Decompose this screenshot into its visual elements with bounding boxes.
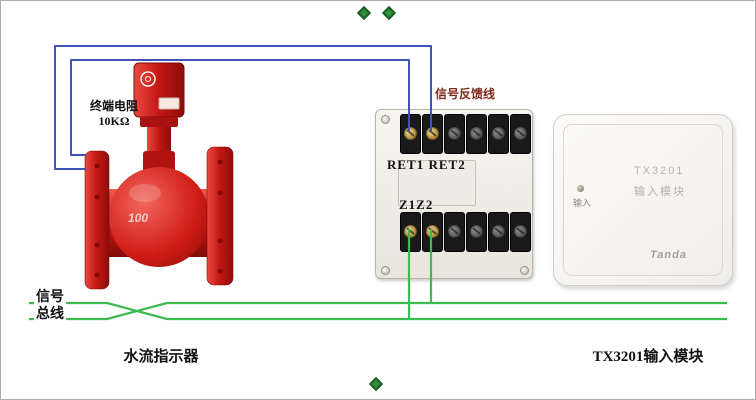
pipe-size-marking: 100 (128, 211, 148, 225)
terminal (510, 114, 531, 154)
flow-indicator-caption: 水流指示器 (123, 349, 199, 365)
input-module-caption: TX3201输入模块 (592, 349, 704, 365)
ret-terminals-label: RET1 RET2 (387, 157, 466, 172)
terminal (510, 212, 531, 252)
terminal (444, 212, 465, 252)
tx3201-input-module: 输入 TX3201 输入模块 Tanda (553, 114, 733, 286)
z-terminals-label: Z1Z2 (399, 197, 434, 212)
terminal-base-block (375, 109, 533, 279)
terminal-z1 (400, 212, 421, 252)
terminal-z2 (422, 212, 443, 252)
left-flange (84, 150, 110, 290)
terminal-row-top (400, 114, 531, 154)
module-brand-text: Tanda (650, 249, 687, 261)
signal-bus-label-line2: 总线 (36, 307, 64, 322)
switch-nameplate (158, 97, 180, 110)
input-led-icon (577, 185, 584, 192)
terminal (488, 114, 509, 154)
mount-screw-icon (381, 115, 390, 124)
mount-screw-icon (520, 266, 529, 275)
module-model-text: TX3201 (634, 165, 685, 177)
led-label: 输入 (572, 198, 591, 208)
terminal-resistor-label-line2: 10KΩ (98, 114, 130, 128)
terminal (444, 114, 465, 154)
module-name-text: 输入模块 (634, 186, 686, 198)
module-cover-seam (563, 124, 723, 276)
terminal-ret2 (422, 114, 443, 154)
mount-screw-icon (381, 266, 390, 275)
valve-dome (109, 167, 209, 267)
terminal (466, 212, 487, 252)
signal-bus-label: 信号 总线 (34, 289, 66, 323)
terminal (466, 114, 487, 154)
signal-bus-label-line1: 信号 (36, 290, 64, 305)
signal-feedback-label: 信号反馈线 (435, 87, 496, 101)
terminal-row-bottom (400, 212, 531, 252)
terminal (488, 212, 509, 252)
terminal-ret1 (400, 114, 421, 154)
signal-bus-wire-b (29, 301, 727, 321)
terminal-resistor-label-line1: 终端电阻 (89, 99, 138, 113)
switch-stem (147, 127, 171, 155)
terminal-resistor-label: 终端电阻 10KΩ (75, 99, 153, 129)
water-flow-indicator: 100 (84, 62, 234, 290)
right-flange (206, 146, 234, 286)
